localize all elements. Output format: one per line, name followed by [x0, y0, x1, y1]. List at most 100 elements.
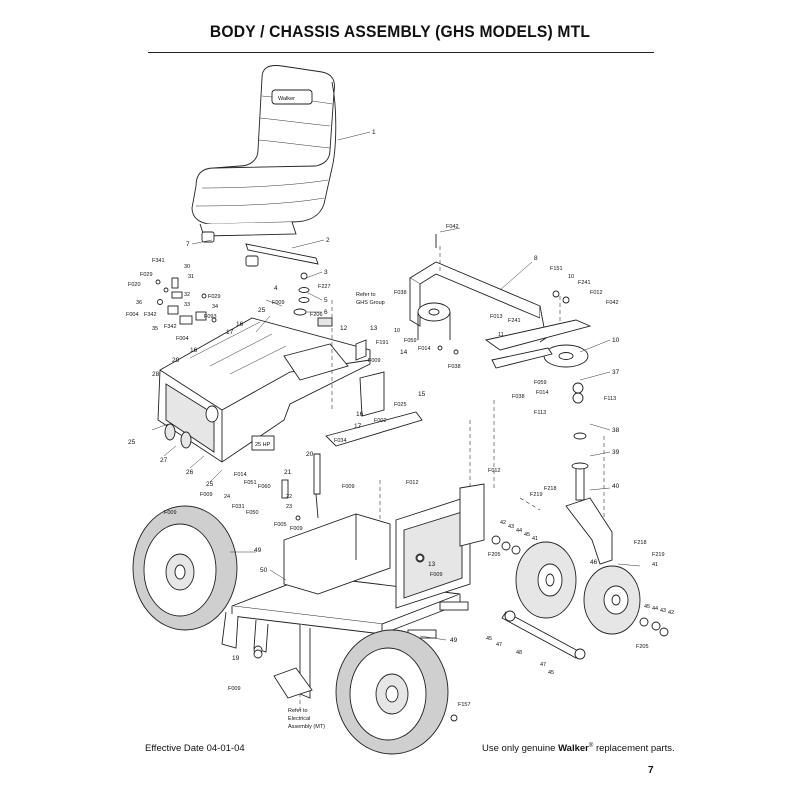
- callout: 42: [500, 520, 506, 526]
- callout: F219: [652, 552, 665, 558]
- callout: F042: [446, 224, 459, 230]
- callout: F051: [244, 480, 257, 486]
- callout: 39: [612, 449, 620, 456]
- callout: 43: [508, 524, 514, 530]
- engine-badge-text: 25 HP: [255, 442, 271, 448]
- callout: F059: [404, 338, 417, 344]
- callout: 14: [400, 349, 408, 356]
- effective-date: Effective Date 04-01-04: [145, 743, 245, 754]
- callout: 6: [324, 309, 328, 316]
- callout: 16: [236, 321, 244, 328]
- note-elec-1: Refer to: [288, 708, 308, 714]
- callout: F219: [530, 492, 543, 498]
- callout: F012: [488, 468, 501, 474]
- callout: 1: [372, 129, 376, 136]
- callout: F004: [126, 312, 139, 318]
- callout: F009: [290, 526, 303, 532]
- callout: F029: [140, 272, 153, 278]
- callout: 10: [568, 274, 574, 280]
- callout: F009: [272, 300, 285, 306]
- footer-prefix: Use only genuine: [482, 743, 556, 755]
- note-ghs-2: GHS Group: [356, 300, 385, 306]
- callout: 34: [212, 304, 218, 310]
- callout: F031: [232, 504, 245, 510]
- callout: F009: [200, 492, 213, 498]
- callout: F009: [228, 686, 241, 692]
- caster-fork: [565, 432, 613, 565]
- callout: F113: [604, 396, 616, 402]
- callout: 19: [232, 655, 240, 662]
- callout: F002: [374, 418, 387, 424]
- page-number: 7: [648, 765, 654, 776]
- callout: 36: [136, 300, 142, 306]
- callout: 47: [540, 662, 546, 668]
- callout: 29: [172, 357, 180, 364]
- callout: 21: [284, 469, 292, 476]
- callout: 10: [612, 337, 620, 344]
- callout: F029: [208, 294, 221, 300]
- callout: 8: [534, 255, 538, 262]
- callout: F059: [534, 380, 547, 386]
- note-elec-3: Assembly (MT): [288, 724, 325, 730]
- callout: 49: [450, 637, 458, 644]
- callout: F060: [258, 484, 271, 490]
- callout: 10: [394, 328, 400, 334]
- callout: F342: [164, 324, 177, 330]
- seat-badge-text: Walker: [278, 96, 295, 102]
- note-ghs-1: Refer to: [356, 292, 376, 298]
- callout: 2: [326, 237, 330, 244]
- callout: 33: [184, 302, 190, 308]
- callout: 48: [516, 650, 522, 656]
- callout-labels: 1 2 7 3 4 F227 5 6 F009 F206 Refer to GH…: [126, 129, 674, 730]
- callout: 3: [324, 269, 328, 276]
- callout: 13: [428, 561, 436, 568]
- callout: F218: [634, 540, 647, 546]
- callout: F013: [490, 314, 503, 320]
- callout: 31: [188, 274, 194, 280]
- callout: F014: [418, 346, 431, 352]
- callout: F038: [394, 290, 407, 296]
- callout: 43: [660, 608, 666, 614]
- callout: 45: [548, 670, 554, 676]
- callout: 30: [184, 264, 190, 270]
- caster-axle: [491, 535, 669, 660]
- callout: 5: [324, 297, 328, 304]
- callout: 44: [516, 528, 522, 534]
- callout: 41: [532, 536, 538, 542]
- callout: 17: [226, 329, 234, 336]
- engine-badge: [251, 435, 275, 451]
- callout: F012: [590, 290, 603, 296]
- callout: 13: [370, 325, 378, 332]
- callout: F034: [334, 438, 347, 444]
- callout: 38: [612, 427, 620, 434]
- callout: 26: [186, 469, 194, 476]
- chassis-frame: [221, 483, 485, 699]
- right-drive-tire: [335, 629, 449, 755]
- callout: F205: [488, 552, 501, 558]
- callout: 45: [644, 604, 650, 610]
- callout: F004: [176, 336, 189, 342]
- brand-name: Walker: [558, 743, 589, 755]
- callout: F038: [448, 364, 461, 370]
- footer-note: Use only genuine Walker® replacement par…: [482, 743, 675, 754]
- callout: 15: [418, 391, 426, 398]
- callout: 37: [612, 369, 620, 376]
- page-title: BODY / CHASSIS ASSEMBLY (GHS MODELS) MTL: [209, 22, 591, 41]
- callout: 16: [190, 347, 198, 354]
- callout: F218: [544, 486, 557, 492]
- callout: F038: [512, 394, 525, 400]
- callout: F005: [274, 522, 287, 528]
- callout: 25: [206, 481, 214, 488]
- caster-wheel-rear: [583, 565, 641, 635]
- callout: 32: [184, 292, 190, 298]
- registered-mark: ®: [588, 743, 594, 749]
- callout: 47: [496, 642, 502, 648]
- callout: 45: [524, 532, 530, 538]
- hood-latch-hardware: [155, 277, 217, 325]
- callout: F025: [394, 402, 407, 408]
- callout: F012: [406, 480, 419, 486]
- callout: F205: [636, 644, 649, 650]
- left-drive-tire: [132, 505, 238, 631]
- callout: 4: [274, 285, 278, 292]
- caster-wheel-front: [515, 541, 577, 619]
